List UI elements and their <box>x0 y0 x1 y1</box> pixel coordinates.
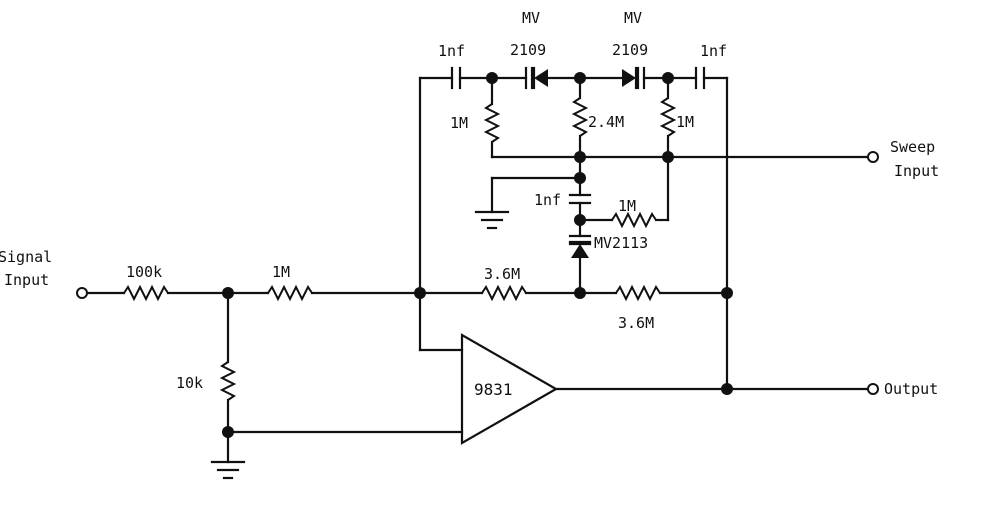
resistor-1m-left-bias <box>483 76 501 159</box>
mv2113-label: MV2113 <box>594 234 648 252</box>
opamp-label: 9831 <box>474 380 513 399</box>
capacitor-1nf-left <box>450 66 462 90</box>
ground-symbol-middle <box>474 176 582 230</box>
resistor-1m-left-bias-label: 1M <box>450 114 468 132</box>
ground-symbol-bottom <box>210 460 246 480</box>
resistor-100k <box>123 284 169 302</box>
shunt-10k-branch <box>210 291 464 480</box>
junction-dots <box>222 72 733 438</box>
signal-input-path <box>86 284 729 302</box>
mv2109-left-label-line1: MV <box>522 9 540 27</box>
resistor-1m-right-bias <box>659 76 677 222</box>
resistor-1m-middle <box>578 211 670 229</box>
resistor-1m-right-bias-label: 1M <box>676 113 694 131</box>
mv2109-left-label-line2: 2109 <box>510 41 546 59</box>
resistor-10k-label: 10k <box>176 374 203 392</box>
varactor-mv2109-left <box>524 66 548 90</box>
resistor-1m-input-label: 1M <box>272 263 290 281</box>
capacitor-1nf-right-label: 1nf <box>700 42 727 60</box>
resistor-100k-label: 100k <box>126 263 162 281</box>
output-terminal <box>867 383 879 395</box>
opamp-9831 <box>418 291 870 445</box>
resistor-10k <box>219 361 237 401</box>
capacitor-1nf-right <box>694 66 706 90</box>
resistor-1m-middle-label: 1M <box>618 197 636 215</box>
output-label: Output <box>884 380 938 398</box>
sweep-input-label-line2: Input <box>894 162 939 180</box>
signal-input-label-line2: Input <box>4 271 49 289</box>
resistor-3-6m-top <box>481 284 527 302</box>
resistor-2-4m-label: 2.4M <box>588 113 624 131</box>
varactor-mv2109-right <box>622 66 646 90</box>
resistor-1m-input <box>267 284 313 302</box>
sweep-input-terminal <box>867 151 879 163</box>
resistor-3-6m-bottom <box>615 284 661 302</box>
capacitor-1nf-middle <box>568 193 592 205</box>
sweep-input-label-line1: Sweep <box>890 138 935 156</box>
mv2109-right-label-line1: MV <box>624 9 642 27</box>
mv2109-right-label-line2: 2109 <box>612 41 648 59</box>
resistor-3-6m-bottom-label: 3.6M <box>618 314 654 332</box>
capacitor-1nf-middle-label: 1nf <box>534 191 561 209</box>
signal-input-label-line1: Signal <box>0 248 52 266</box>
capacitor-1nf-left-label: 1nf <box>438 42 465 60</box>
resistor-3-6m-top-label: 3.6M <box>484 265 520 283</box>
signal-input-terminal <box>76 287 88 299</box>
varactor-mv2113 <box>568 218 592 295</box>
